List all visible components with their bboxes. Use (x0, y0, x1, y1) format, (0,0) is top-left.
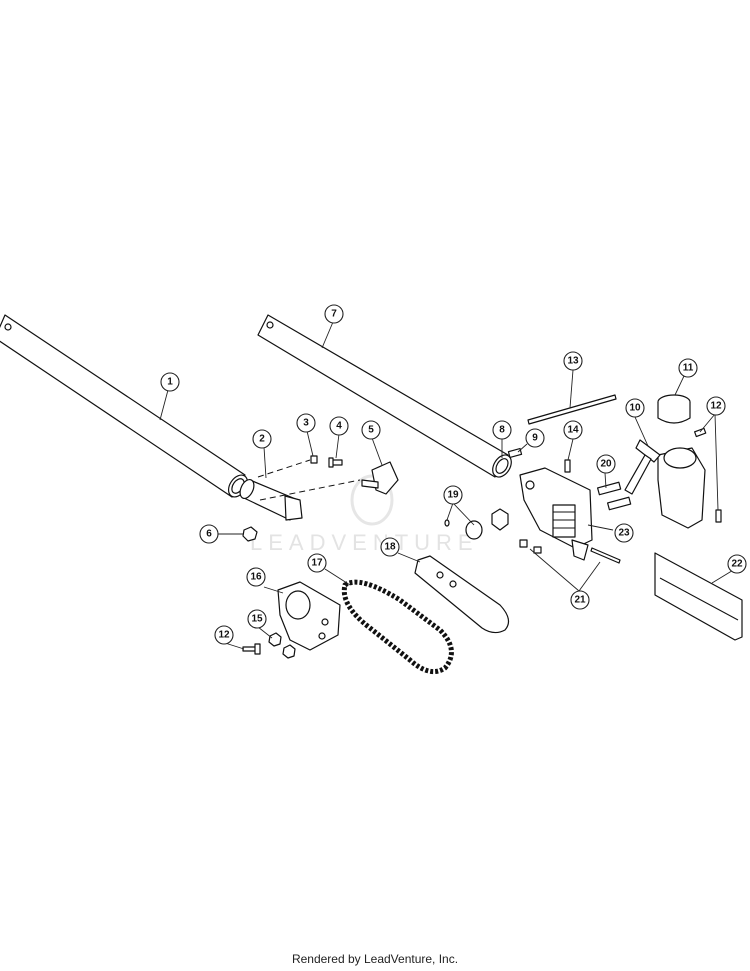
svg-text:3: 3 (303, 418, 309, 429)
svg-text:14: 14 (567, 425, 579, 436)
watermark-text: LEADVENTURE (250, 530, 479, 555)
part-21-nuts-and-stud (519, 539, 621, 564)
svg-text:7: 7 (331, 309, 337, 320)
svg-text:12: 12 (710, 401, 722, 412)
svg-text:9: 9 (532, 433, 538, 444)
callout-3[interactable]: 3 (296, 413, 316, 433)
part-23-gear-housing (519, 467, 593, 561)
part-16-chain-cover (277, 581, 341, 651)
render-credit: Rendered by LeadVenture, Inc. (291, 952, 459, 966)
part-2-coupler (239, 459, 361, 521)
svg-text:12: 12 (218, 630, 230, 641)
part-12-screws-right (694, 427, 722, 523)
svg-text:6: 6 (206, 529, 212, 540)
part-3-pin (310, 455, 318, 464)
part-14-screw (564, 459, 571, 473)
callout-1[interactable]: 1 (160, 372, 180, 392)
svg-text:1: 1 (167, 377, 173, 388)
callout-4[interactable]: 4 (329, 416, 349, 436)
callout-17[interactable]: 17 (307, 553, 327, 573)
callout-6[interactable]: 6 (199, 524, 219, 544)
svg-text:17: 17 (311, 558, 323, 569)
part-13-rod (527, 394, 617, 425)
svg-text:18: 18 (384, 542, 396, 553)
callout-14[interactable]: 14 (563, 420, 583, 440)
svg-text:11: 11 (683, 363, 694, 374)
svg-text:5: 5 (368, 425, 374, 436)
callout-20[interactable]: 20 (596, 454, 616, 474)
callout-18[interactable]: 18 (380, 537, 400, 557)
part-6-nut (242, 526, 258, 542)
svg-text:10: 10 (629, 403, 641, 414)
callout-15[interactable]: 15 (247, 609, 267, 629)
part-19-sprocket (444, 508, 509, 540)
callout-2[interactable]: 2 (252, 429, 272, 449)
callout-12-left[interactable]: 12 (214, 625, 234, 645)
svg-text:21: 21 (574, 595, 586, 606)
part-7-upper-shaft-tube (257, 314, 512, 478)
callout-21[interactable]: 21 (570, 590, 590, 610)
svg-text:2: 2 (259, 434, 265, 445)
svg-text:13: 13 (567, 356, 579, 367)
svg-text:4: 4 (336, 421, 342, 432)
callout-23[interactable]: 23 (614, 523, 634, 543)
callout-16[interactable]: 16 (246, 567, 266, 587)
svg-text:8: 8 (499, 425, 505, 436)
part-22-guide-rail (654, 552, 743, 641)
part-18-guide-bar (414, 555, 510, 634)
leader-lines (159, 321, 736, 650)
part-1-lower-shaft-tube (0, 314, 249, 498)
svg-text:19: 19 (447, 490, 459, 501)
svg-text:15: 15 (251, 614, 263, 625)
callout-5[interactable]: 5 (361, 420, 381, 440)
part-5-knob (361, 461, 399, 495)
callout-13[interactable]: 13 (563, 351, 583, 371)
callout-19[interactable]: 19 (443, 485, 463, 505)
callout-11[interactable]: 11 (678, 358, 698, 378)
part-9-fitting (507, 447, 523, 459)
svg-text:20: 20 (600, 459, 612, 470)
part-4-screw (328, 457, 343, 468)
callout-9[interactable]: 9 (525, 428, 545, 448)
watermark: LEADVENTURE (250, 474, 479, 555)
svg-text:23: 23 (618, 528, 630, 539)
part-10-oil-tank (624, 439, 706, 529)
svg-text:16: 16 (250, 572, 262, 583)
callout-12-right[interactable]: 12 (706, 396, 726, 416)
callout-8[interactable]: 8 (492, 420, 512, 440)
part-12-bolt-left (242, 643, 261, 655)
part-17-saw-chain (341, 579, 454, 675)
callout-10[interactable]: 10 (625, 398, 645, 418)
part-15-nuts (268, 632, 296, 659)
part-11-cap (657, 394, 691, 424)
svg-text:22: 22 (731, 559, 743, 570)
callout-22[interactable]: 22 (727, 554, 747, 574)
part-20-bolts (596, 481, 632, 511)
callout-7[interactable]: 7 (324, 304, 344, 324)
